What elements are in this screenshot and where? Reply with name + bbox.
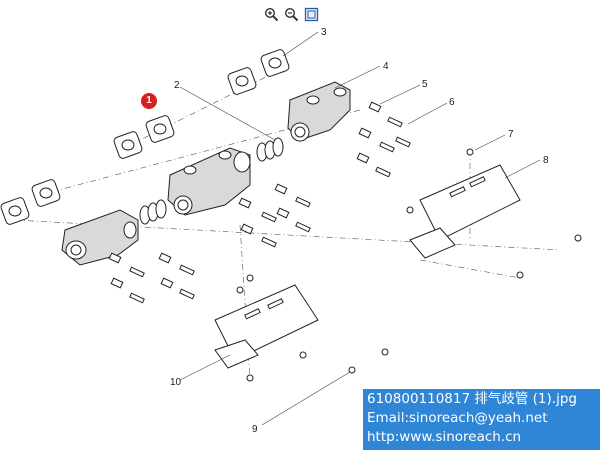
highlighted-marker-badge[interactable]: 1 <box>141 93 157 109</box>
heat-shield-front <box>214 274 389 382</box>
leader-lines <box>179 31 541 426</box>
caption-email: Email:sinoreach@yeah.net <box>367 410 548 426</box>
callout-labels: 2 3 4 5 6 7 8 9 10 <box>170 27 549 435</box>
manifold-section-front <box>61 209 139 266</box>
gasket-group <box>0 49 290 225</box>
gasket <box>145 115 175 143</box>
manifold-section-middle <box>167 147 251 216</box>
bolts-and-spacers <box>108 101 411 304</box>
zoom-out-icon[interactable] <box>284 7 299 22</box>
callout-2: 2 <box>174 80 180 91</box>
gasket <box>227 67 257 95</box>
gasket <box>260 49 290 77</box>
callout-7: 7 <box>508 129 514 140</box>
gasket <box>31 179 61 207</box>
callout-10: 10 <box>170 377 182 388</box>
heat-shield-rear <box>406 148 582 279</box>
zoom-in-icon[interactable] <box>264 7 279 22</box>
callout-5: 5 <box>422 79 428 90</box>
callout-8: 8 <box>543 155 549 166</box>
caption-website: http:www.sinoreach.cn <box>367 429 522 445</box>
viewer-toolbar <box>264 7 319 23</box>
watermark-caption: 610800110817 排气歧管 (1).jpg Email:sinoreac… <box>363 389 600 450</box>
manifold-section-rear <box>287 81 351 142</box>
caption-filename: 610800110817 排气歧管 (1).jpg <box>367 391 577 407</box>
gasket <box>113 131 143 159</box>
fit-page-icon[interactable] <box>304 7 319 22</box>
callout-3: 3 <box>321 27 327 38</box>
seal-rings <box>139 137 284 225</box>
callout-4: 4 <box>383 61 389 72</box>
callout-6: 6 <box>449 97 455 108</box>
callout-9: 9 <box>252 424 258 435</box>
gasket <box>0 197 30 225</box>
